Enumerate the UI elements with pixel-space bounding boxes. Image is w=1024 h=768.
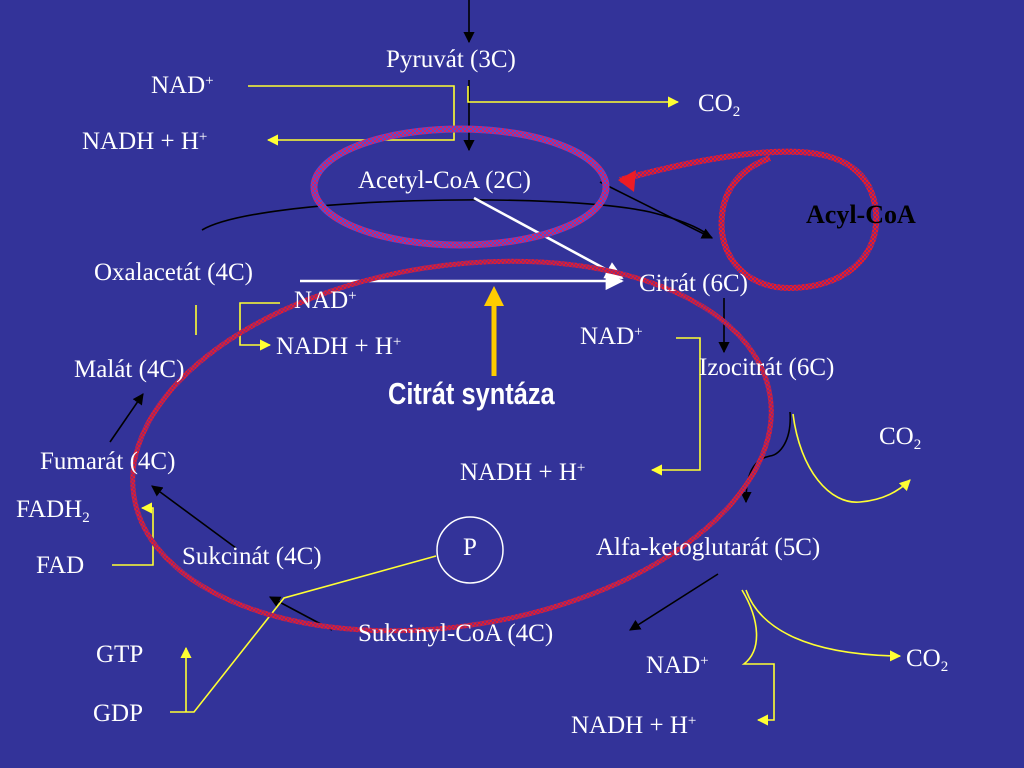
line-nad-malat [239, 302, 280, 351]
cofactor-lines [112, 85, 911, 726]
acetyl-coa-ring [310, 125, 610, 249]
nadh-izocitrat: NADH + H+ [460, 459, 586, 486]
citrat-label: Citrát (6C) [639, 270, 749, 297]
arrow-acetyl-to-citrat [473, 196, 624, 280]
fad-label: FAD [36, 552, 85, 579]
tca-cycle-ring [130, 258, 774, 634]
co2-pyruvat: CO2 [698, 90, 741, 120]
arrow-sukcinat-to-fumarat [151, 485, 237, 549]
line-co2-pyruvat [467, 86, 680, 108]
fumarat-label: Fumarát (4C) [40, 448, 176, 475]
arrow-ketoglutarat-to-sukcinylcoa [629, 573, 719, 631]
acyl-coa-label: Acyl-CoA [806, 200, 916, 229]
nad-izocitrat: NAD+ [580, 323, 643, 350]
gdp-label: GDP [93, 700, 144, 727]
acetyl-coa-label: Acetyl-CoA (2C) [358, 167, 531, 194]
nad-pyruvat: NAD+ [151, 72, 214, 99]
oxalacetat-label: Oxalacetát (4C) [94, 259, 253, 286]
fadh2-label: FADH2 [16, 496, 90, 526]
sukcinat-label: Sukcinát (4C) [182, 543, 322, 570]
line-fad-fadh2 [112, 502, 154, 566]
gtp-label: GTP [96, 641, 144, 668]
reaction-arrows [109, 0, 791, 631]
alfa-ketoglutarat-label: Alfa-ketoglutarát (5C) [596, 534, 821, 561]
phosphate-circle [436, 516, 504, 584]
line-nad-ketoglutarat [741, 589, 775, 726]
line-nad-izocitrat [650, 337, 701, 476]
nadh-ketoglutarat: NADH + H+ [571, 712, 697, 739]
line-co2-ketoglutarat [745, 589, 902, 662]
pyruvat-label: Pyruvát (3C) [386, 46, 516, 73]
phosphate-label: P [463, 534, 477, 561]
citrat-syntaza-label: Citrát syntáza [388, 376, 555, 411]
line-nad-pyruvat [248, 85, 455, 146]
nadh-malat: NADH + H+ [276, 333, 402, 360]
arc-oxalacetat-to-citrat [201, 199, 713, 239]
line-co2-izocitrat [792, 413, 911, 503]
nadh-pyruvat: NADH + H+ [82, 128, 208, 155]
line-phosphate-to-gtp [170, 555, 437, 713]
acyl-coa-ring [619, 148, 880, 292]
co2-ketoglutarat: CO2 [906, 645, 949, 675]
highlight-arrows [300, 196, 624, 291]
izocitrat-label: Izocitrát (6C) [699, 354, 835, 381]
nad-ketoglutarat: NAD+ [646, 652, 709, 679]
nad-malat: NAD+ [294, 287, 357, 314]
arrow-acyl-to-citrat [599, 181, 714, 239]
co2-izocitrat: CO2 [879, 423, 922, 453]
acyl-arrowhead [618, 170, 636, 192]
sukcinyl-coa-label: Sukcinyl-CoA (4C) [358, 620, 554, 647]
malat-label: Malát (4C) [74, 356, 185, 383]
arrow-fumarat-to-malat [109, 393, 144, 443]
